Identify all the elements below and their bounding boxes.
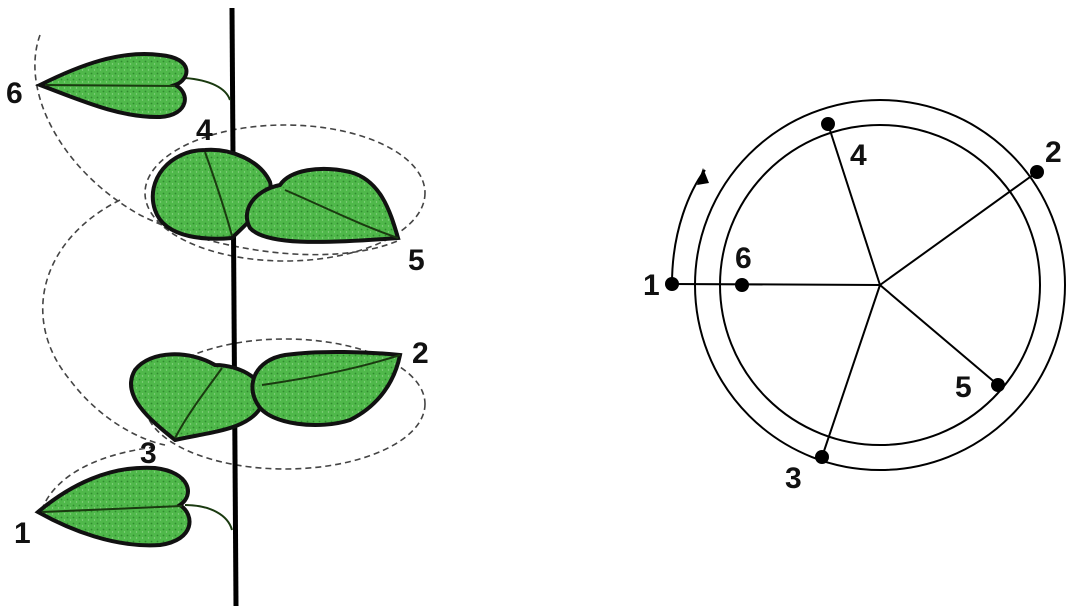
plant-label-4: 4: [196, 114, 213, 147]
plant-label-1: 1: [14, 517, 31, 550]
node-2-dot: [1030, 165, 1044, 179]
plant-label-6: 6: [6, 77, 23, 110]
diagram-label-6: 6: [735, 242, 752, 275]
node-1-dot: [665, 277, 679, 291]
direction-arrow-icon: [697, 168, 709, 185]
node-5-dot: [991, 378, 1005, 392]
node-3-dot: [815, 450, 829, 464]
diagram-label-5: 5: [955, 371, 972, 404]
spiral-dashed-path: [35, 35, 425, 515]
phyllotaxis-diagram: 1 6 4 2 5 3: [643, 100, 1065, 495]
node-4-dot: [821, 117, 835, 131]
leaf-3: [131, 354, 263, 440]
diagram-label-2: 2: [1045, 136, 1062, 169]
leaf-1: [38, 468, 232, 546]
spiral-connector: [672, 170, 705, 284]
leaf-6: [40, 54, 230, 117]
plant-label-3: 3: [140, 437, 157, 470]
diagram-label-3: 3: [785, 462, 802, 495]
plant-illustration: 6 4 5 2 3 1: [6, 8, 429, 606]
diagram-label-4: 4: [850, 139, 867, 172]
plant-label-5: 5: [408, 244, 425, 277]
plant-stem: [232, 8, 236, 606]
plant-label-2: 2: [412, 337, 429, 370]
node-6-dot: [735, 278, 749, 292]
diagram-label-1: 1: [643, 269, 660, 302]
leaf-2: [252, 352, 400, 425]
